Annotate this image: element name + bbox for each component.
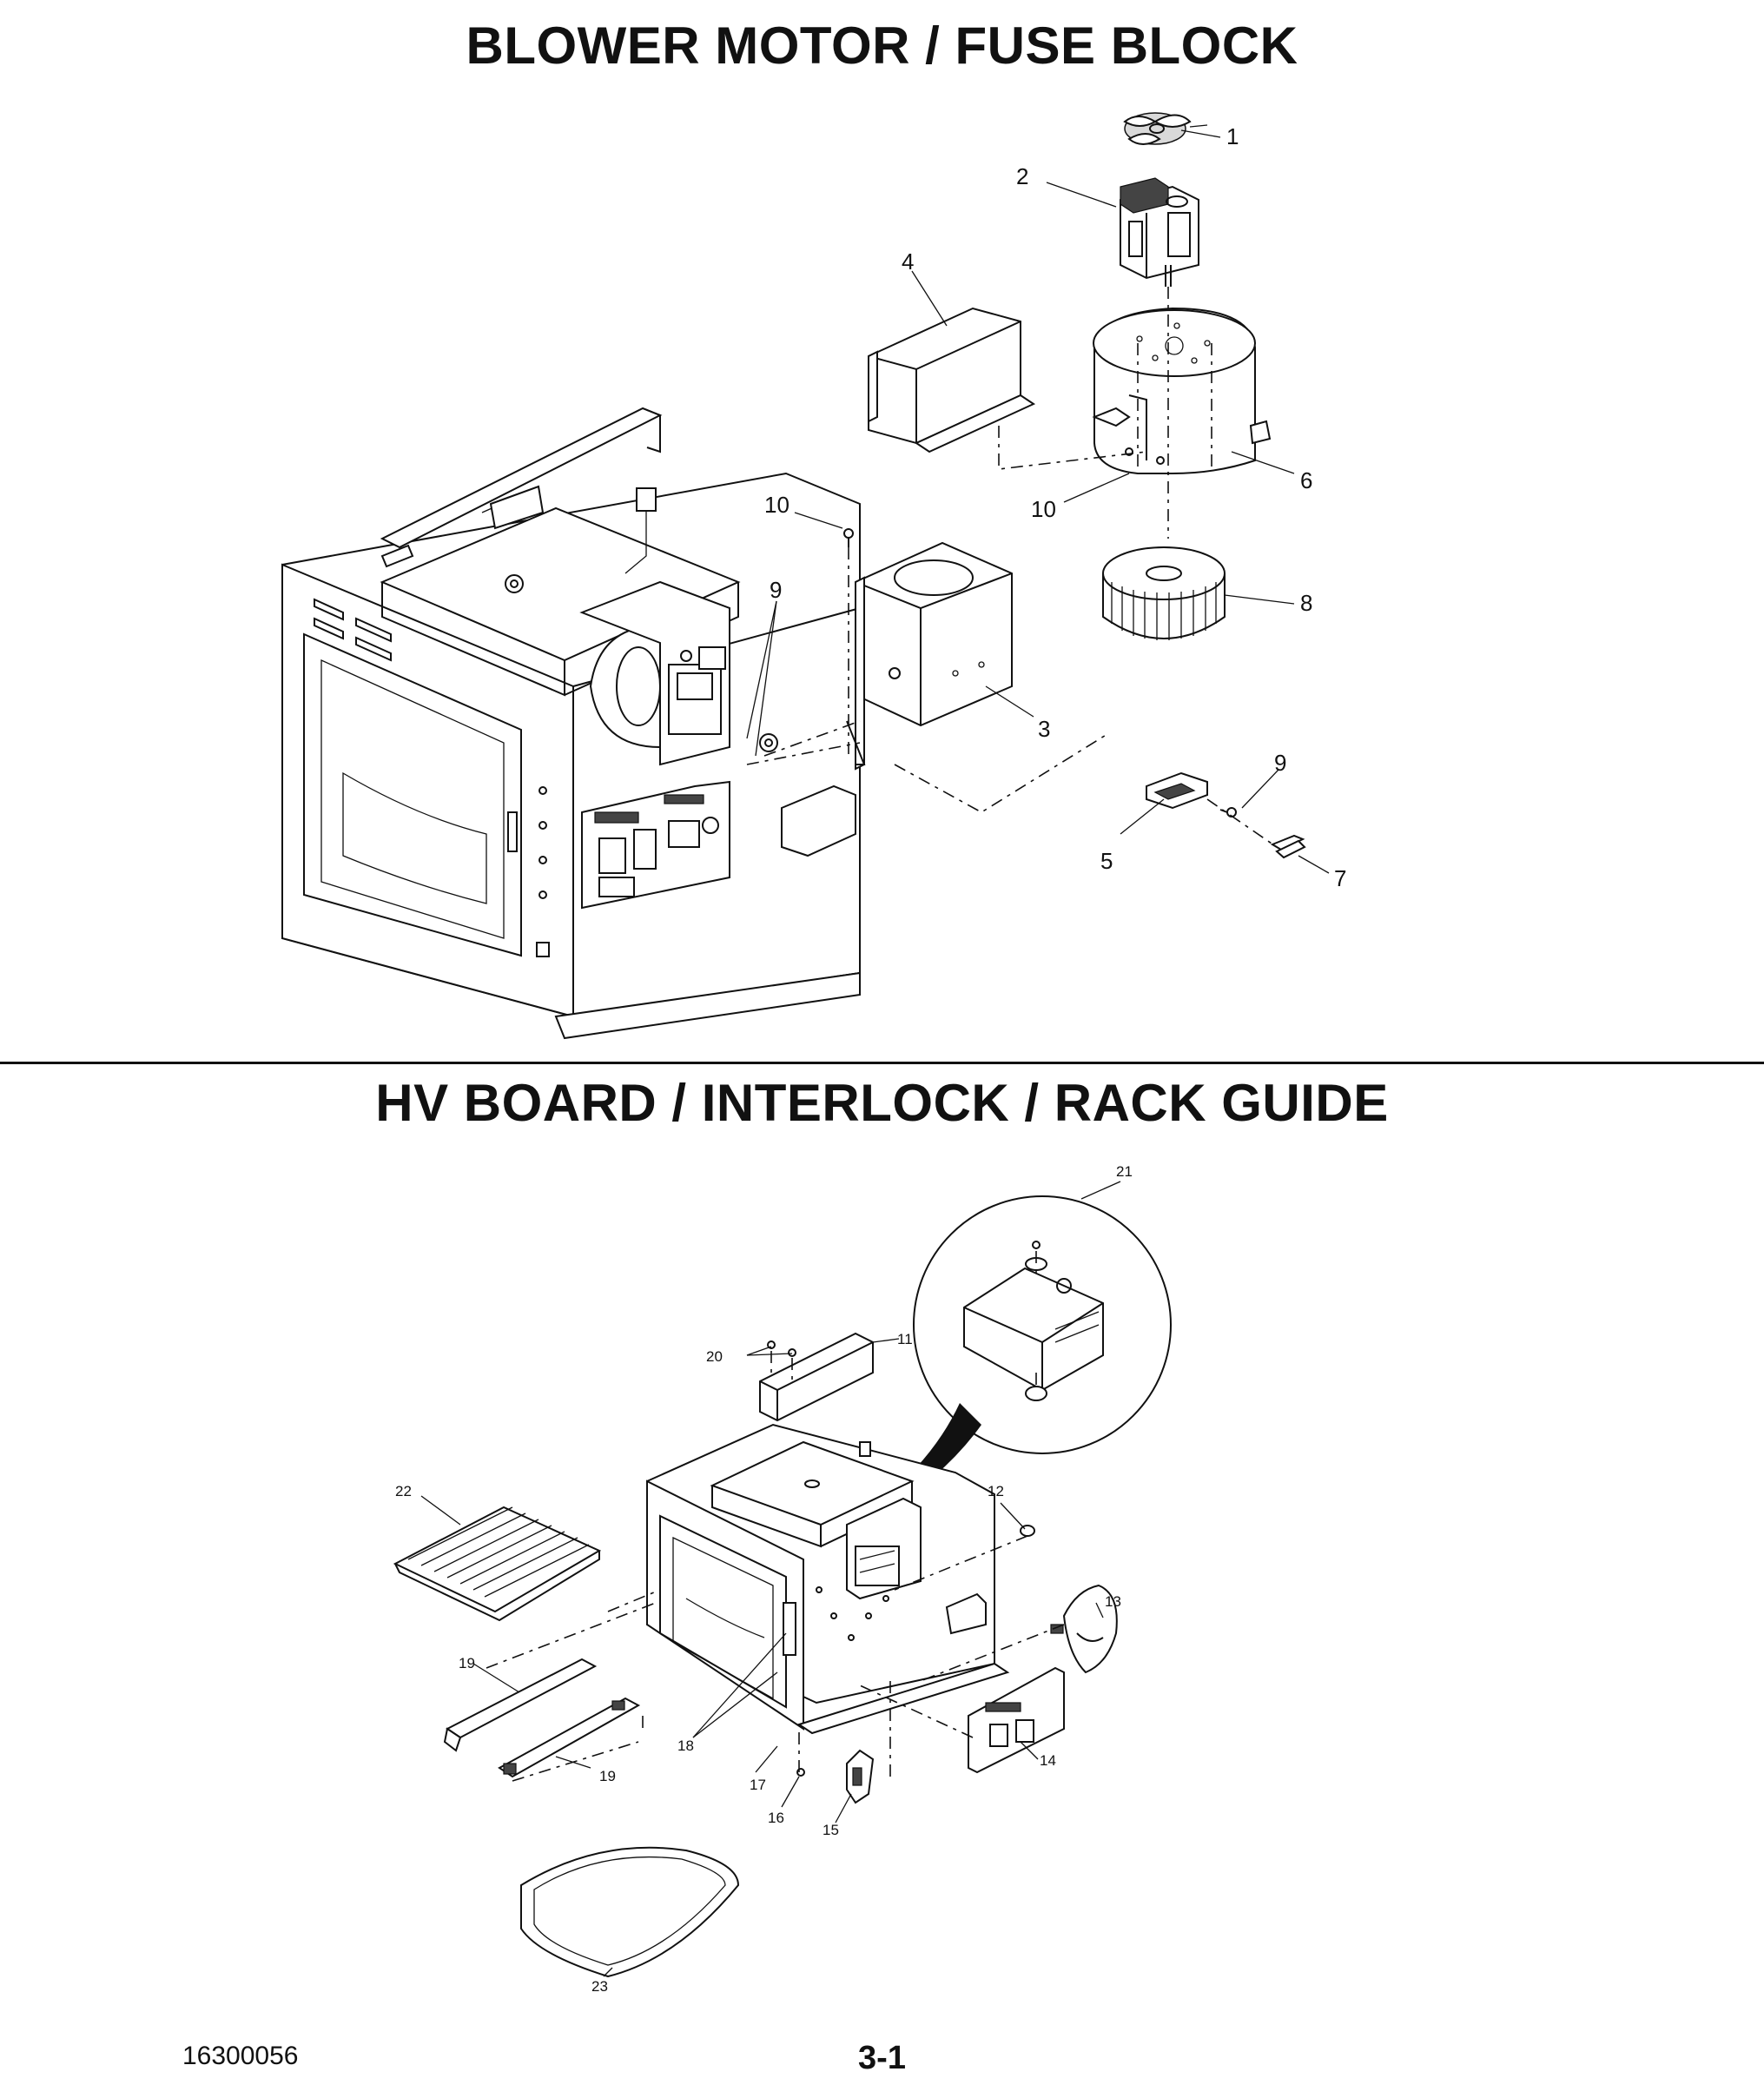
assembly-lines xyxy=(746,287,1278,848)
part-8-blower-wheel xyxy=(1102,546,1226,640)
callout-15: 15 xyxy=(823,1822,839,1838)
part-3-air-duct xyxy=(846,541,1013,771)
callout-8: 8 xyxy=(1300,590,1312,616)
part-7-fuse xyxy=(1270,834,1306,859)
callout-20: 20 xyxy=(706,1348,723,1365)
callout-4: 4 xyxy=(902,248,914,275)
callout-21: 21 xyxy=(1116,1163,1133,1180)
assembly-lines-bottom xyxy=(486,1535,1065,1782)
part-23-turntable-tray xyxy=(520,1846,740,1978)
callout-13: 13 xyxy=(1105,1593,1121,1610)
document-number: 16300056 xyxy=(182,2042,299,2070)
part-21-detail-circle xyxy=(913,1195,1172,1454)
callout-10-duct: 10 xyxy=(764,492,790,518)
section-title-blower-motor: BLOWER MOTOR / FUSE BLOCK xyxy=(466,17,1298,75)
page-number: 3-1 xyxy=(858,2040,906,2076)
callout-16: 16 xyxy=(768,1810,784,1826)
callout-10-housing: 10 xyxy=(1031,496,1056,522)
part-14-hv-board xyxy=(968,1666,1065,1774)
section-divider xyxy=(0,1062,1764,1064)
part-6-blower-housing xyxy=(1092,307,1272,474)
part-4-shield xyxy=(868,307,1036,453)
oven-cabinet xyxy=(281,407,861,1040)
callout-9-fuse: 9 xyxy=(1274,750,1286,776)
section-title-hv-board: HV BOARD / INTERLOCK / RACK GUIDE xyxy=(375,1074,1389,1132)
hv-board-exploded-diagram: 21 11 20 12 13 14 15 16 17 18 19 19 22 2… xyxy=(393,1163,1172,1995)
part-11-bracket xyxy=(759,1332,874,1422)
callout-2: 2 xyxy=(1016,163,1028,189)
callout-14: 14 xyxy=(1040,1752,1056,1769)
callout-19-lower: 19 xyxy=(599,1768,616,1784)
callout-6: 6 xyxy=(1300,467,1312,493)
part-20-screws xyxy=(767,1340,796,1386)
callout-19-upper: 19 xyxy=(459,1655,475,1671)
callout-17: 17 xyxy=(750,1777,766,1793)
part-5-fuse-block xyxy=(1146,771,1208,810)
callout-1: 1 xyxy=(1226,123,1239,149)
callout-5: 5 xyxy=(1100,848,1113,874)
callout-leaders xyxy=(746,129,1330,874)
callout-labels-bottom: 21 11 20 12 13 14 15 16 17 18 19 19 22 2… xyxy=(395,1163,1133,1995)
part-1-fan-blade xyxy=(1123,112,1208,145)
part-16-screw xyxy=(796,1768,805,1777)
callout-9-cabinet: 9 xyxy=(770,577,782,603)
part-19-rack-guide-upper xyxy=(443,1658,598,1752)
part-2-blower-motor xyxy=(1120,177,1199,287)
callout-leaders-bottom xyxy=(420,1181,1121,1977)
blower-motor-exploded-diagram: 1 2 4 3 5 6 7 8 9 9 10 10 xyxy=(281,112,1346,1040)
callout-23: 23 xyxy=(591,1978,608,1995)
callout-labels: 1 2 4 3 5 6 7 8 9 9 10 10 xyxy=(764,123,1346,891)
part-13-blower-cover xyxy=(1050,1584,1118,1674)
part-10-screw xyxy=(843,528,854,547)
part-22-oven-rack xyxy=(393,1506,602,1622)
callout-7: 7 xyxy=(1334,865,1346,891)
callout-3: 3 xyxy=(1038,716,1050,742)
part-19-rack-guide-lower xyxy=(498,1697,641,1778)
oven-cabinet-bottom xyxy=(646,1423,1010,1735)
callout-22: 22 xyxy=(395,1483,412,1499)
part-15-interlock-switch xyxy=(846,1749,875,1804)
callout-12: 12 xyxy=(988,1483,1004,1499)
callout-11: 11 xyxy=(897,1331,913,1347)
callout-18: 18 xyxy=(677,1738,694,1754)
